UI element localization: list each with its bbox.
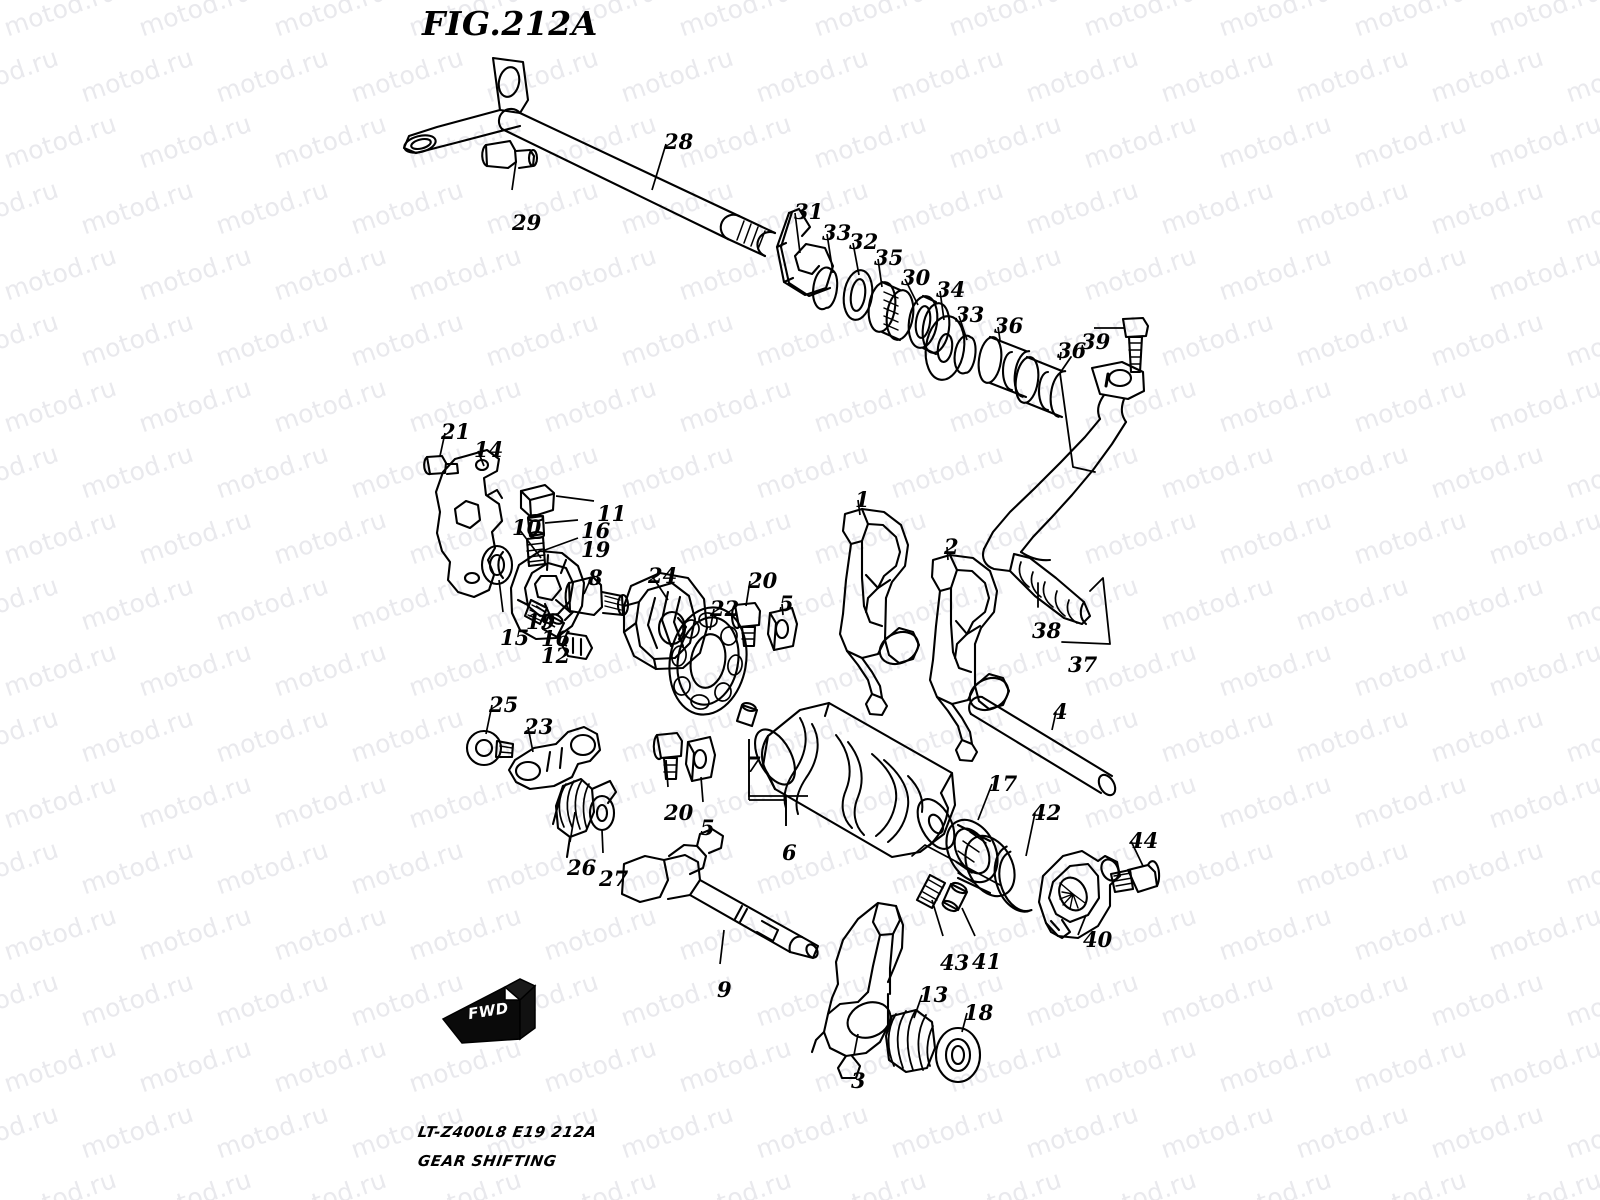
callout-number-gearshift-fork-no2: 2	[944, 534, 959, 559]
part-gearshift-fork-no3	[810, 901, 905, 1080]
callout-number-switch-o-ring: 42	[1032, 800, 1062, 825]
callout-number-stopper-bolt: 20	[664, 800, 694, 825]
callout-number-cam-bushing: 15	[500, 625, 530, 650]
callout-number-stopper-arm-bolt: 25	[489, 692, 519, 717]
part-gear-position-switch	[1037, 849, 1122, 940]
callout-number-switch-spring: 43	[940, 950, 970, 975]
part-stopper-plate-pin	[423, 454, 460, 476]
callout-number-shaft-bushing: 36	[1057, 338, 1087, 363]
callout-number-gearshift-cam-plate: 24	[648, 563, 678, 588]
callout-number-lever-rubber-tip: 38	[1032, 618, 1062, 643]
callout-number-cam-driven-gear-bolt: 8	[588, 565, 603, 590]
part-gearshift-cam-plate	[622, 571, 709, 671]
callout-number-gearshift-pawl: 11	[597, 501, 627, 526]
callout-number-cam-stopper-plate: 14	[474, 437, 504, 462]
part-cam-bushing	[480, 544, 514, 586]
callout-number-stopper-plate-pin: 21	[441, 419, 471, 444]
callout-number-gearshift-cam-driven-gear: 10	[512, 515, 542, 540]
callout-number-shaft-arm-bolt: 29	[512, 210, 542, 235]
callout-number-pawl-spring: 19	[526, 609, 556, 634]
callout-number-gearshift-lever: 37	[1068, 652, 1098, 677]
callout-number-pawl-pin: 16	[541, 626, 571, 651]
caption-model-code: LT-Z400L8 E19 212A	[416, 1123, 599, 1141]
part-pawl-pin-b	[541, 613, 566, 639]
callout-number-cam-ball-bearing: 22	[710, 596, 740, 621]
callout-number-cam-stopper: 5	[700, 815, 715, 840]
callout-number-circlip: 33	[822, 220, 852, 245]
part-cam-needle-bearing	[945, 818, 1016, 898]
part-gearshift-shaft	[620, 827, 820, 960]
fwd-arrow	[441, 978, 537, 1044]
callout-number-pawl-pin: 16	[581, 518, 611, 543]
part-gearshift-fork-shaft	[968, 695, 1117, 797]
part-stopper-bolt-a	[730, 601, 762, 648]
part-lever-pinch-bolt	[1121, 316, 1150, 374]
callout-number-stopper-arm-washer: 27	[599, 866, 629, 891]
callout-number-lever-pinch-bolt: 39	[1081, 329, 1111, 354]
callout-number-gearshift-fork-no1: 1	[855, 487, 870, 512]
part-oil-seal	[907, 294, 951, 356]
callout-number-switch-bolt: 44	[1129, 828, 1159, 853]
part-cam-stopper-a	[766, 606, 799, 652]
callout-number-gearshift-shaft-assy: 28	[664, 129, 694, 154]
part-gearshift-pawl	[519, 483, 556, 519]
callout-number-stopper-bolt: 20	[748, 568, 778, 593]
part-seal-ring	[842, 269, 874, 321]
part-return-spring	[775, 207, 835, 298]
callout-number-gearshift-shaft: 9	[717, 977, 732, 1002]
part-gearshift-cam-driven-gear	[509, 549, 586, 641]
callout-number-cam-needle-bearing: 17	[988, 771, 1018, 796]
part-shaft-arm-bolt	[481, 139, 539, 170]
part-gearshift-shaft-assy	[402, 56, 777, 258]
part-gearshift-fork-no1	[838, 507, 921, 717]
part-cam-ball-bearing	[668, 606, 748, 716]
callout-number-gear-position-switch: 40	[1083, 927, 1113, 952]
part-shaft-bushing-b	[1014, 355, 1067, 419]
caption-section-name: GEAR SHIFTING	[416, 1152, 559, 1170]
callout-number-gearshift-stopper-arm: 23	[524, 714, 554, 739]
callout-number-cam-stopper: 5	[779, 591, 794, 616]
callout-number-switch-contact-pin: 41	[972, 949, 1002, 974]
callout-number-gearshift-cam-pin: 7	[746, 752, 761, 777]
callout-number-pawl-spring: 19	[581, 537, 611, 562]
part-switch-o-ring	[993, 845, 1033, 913]
part-circlip-a	[812, 266, 839, 311]
part-needle-bearing	[867, 280, 915, 342]
callout-number-gearshift-fork-no3: 3	[851, 1068, 866, 1093]
part-fork-washer	[934, 1026, 982, 1084]
callout-number-thrust-washer: 34	[936, 277, 966, 302]
part-gearshift-stopper-arm	[507, 725, 602, 791]
callout-number-gearshift-pawl-lower: 12	[541, 643, 571, 668]
part-stopper-bolt-b	[652, 731, 684, 781]
part-cam-stopper-b	[684, 735, 717, 783]
callout-number-gearshift-fork-shaft: 4	[1053, 699, 1068, 724]
callout-number-shaft-bushing: 36	[994, 313, 1024, 338]
callout-number-fork-washer: 18	[964, 1000, 994, 1025]
callout-number-circlip: 33	[955, 302, 985, 327]
part-gearshift-fork-no2	[928, 553, 1011, 763]
callout-number-seal-ring: 32	[849, 229, 879, 254]
callout-number-return-spring: 31	[794, 199, 824, 224]
part-fork-spring	[884, 1008, 937, 1074]
part-stopper-arm-bolt	[465, 729, 515, 767]
part-gearshift-cam-pin	[735, 701, 759, 728]
part-shaft-bushing-a	[977, 335, 1031, 399]
part-thrust-washer	[924, 315, 966, 381]
part-switch-spring	[915, 873, 947, 910]
callout-number-needle-bearing: 35	[874, 245, 904, 270]
callout-number-stopper-arm-spring: 26	[567, 855, 597, 880]
part-gearshift-cam	[754, 701, 957, 859]
callout-number-oil-seal: 30	[901, 265, 931, 290]
part-gearshift-lever	[981, 360, 1146, 626]
callout-number-fork-spring: 13	[919, 982, 949, 1007]
part-switch-contact-pin	[941, 881, 969, 913]
figure-title: FIG.212A	[422, 4, 598, 43]
part-switch-bolt	[1109, 860, 1161, 894]
callout-number-gearshift-cam: 6	[782, 840, 797, 865]
